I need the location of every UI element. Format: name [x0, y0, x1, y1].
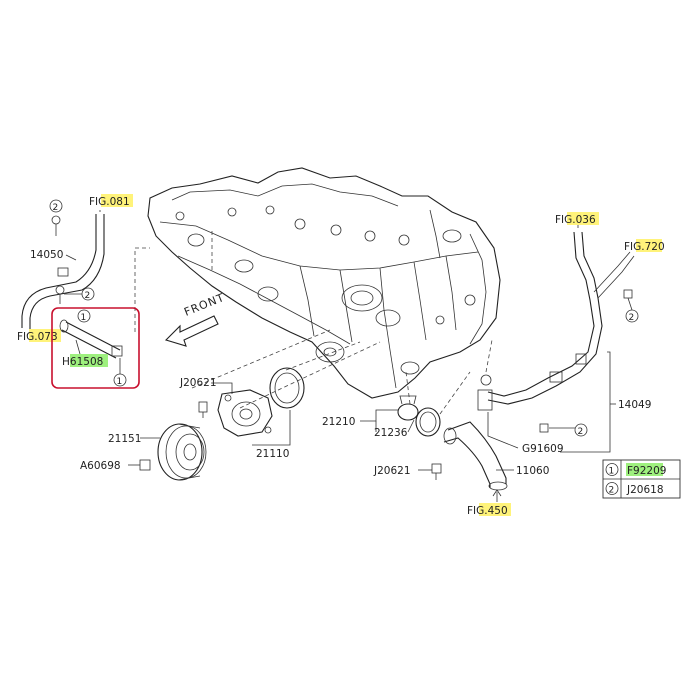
callout-2-right-bottom: 2 — [574, 423, 588, 437]
part-21210: 21210 — [322, 416, 355, 428]
part-11060: 11060 — [516, 465, 549, 477]
svg-text:FIG.036: FIG.036 — [555, 214, 596, 226]
svg-text:1: 1 — [81, 313, 87, 323]
legend-row-1: 1 F92209 — [605, 463, 666, 477]
part-a60698: A60698 — [80, 460, 121, 472]
callout-2-right-top: 2 — [625, 309, 639, 323]
front-label: FRONT — [182, 291, 226, 319]
part-g91609: G91609 — [522, 443, 564, 455]
callout-1-inset-bottom: 1 — [113, 373, 127, 387]
legend-table: 1 F92209 2 J20618 — [602, 459, 681, 499]
part-h61508[interactable]: H61508 — [62, 354, 108, 368]
svg-text:FIG.081: FIG.081 — [89, 196, 130, 208]
svg-text:H61508: H61508 — [62, 356, 103, 368]
svg-text:2: 2 — [53, 203, 59, 213]
part-j20621-b: J20621 — [373, 465, 411, 477]
pipe-14049-drawing — [477, 231, 635, 433]
svg-text:FIG.073: FIG.073 — [17, 331, 58, 343]
pulley-drawing — [139, 423, 207, 481]
fig-036-ref[interactable]: FIG.036 — [555, 212, 599, 226]
svg-text:2: 2 — [85, 291, 91, 301]
hose-h61508-drawing — [59, 319, 123, 359]
part-21236: 21236 — [374, 427, 408, 439]
part-14050: 14050 — [30, 249, 63, 261]
svg-text:J20618: J20618 — [626, 484, 664, 496]
svg-text:F92209: F92209 — [627, 465, 666, 477]
inset-box — [51, 307, 140, 389]
fig-450-ref[interactable]: FIG.450 — [467, 503, 511, 517]
water-pump-drawing — [198, 367, 305, 437]
dashed-leaders — [134, 228, 493, 415]
part-21151: 21151 — [108, 433, 141, 445]
fig-081-ref[interactable]: FIG.081 — [89, 194, 133, 208]
callout-1-inset-top: 1 — [77, 309, 91, 323]
pipe-11060-drawing — [431, 421, 508, 491]
fig-073-ref[interactable]: FIG.073 — [17, 329, 61, 343]
legend-row-2: 2 J20618 — [605, 482, 664, 496]
front-arrow: FRONT — [164, 291, 227, 347]
part-21110: 21110 — [256, 448, 289, 460]
fig-720-ref[interactable]: FIG.720 — [624, 239, 665, 253]
hose-14050-drawing — [21, 214, 105, 330]
svg-text:FIG.720: FIG.720 — [624, 241, 665, 253]
svg-text:FIG.450: FIG.450 — [467, 505, 508, 517]
engine-block-drawing — [147, 167, 501, 399]
part-j20621-a: J20621 — [179, 377, 217, 389]
svg-text:1: 1 — [609, 467, 615, 477]
callout-2-left-mid: 2 — [81, 287, 95, 301]
svg-text:2: 2 — [629, 313, 635, 323]
svg-text:2: 2 — [578, 427, 584, 437]
thermostat-drawing — [397, 395, 441, 437]
part-14049: 14049 — [618, 399, 651, 411]
callout-2-left-top: 2 — [49, 199, 63, 213]
svg-text:2: 2 — [609, 486, 615, 496]
svg-text:1: 1 — [117, 377, 123, 387]
